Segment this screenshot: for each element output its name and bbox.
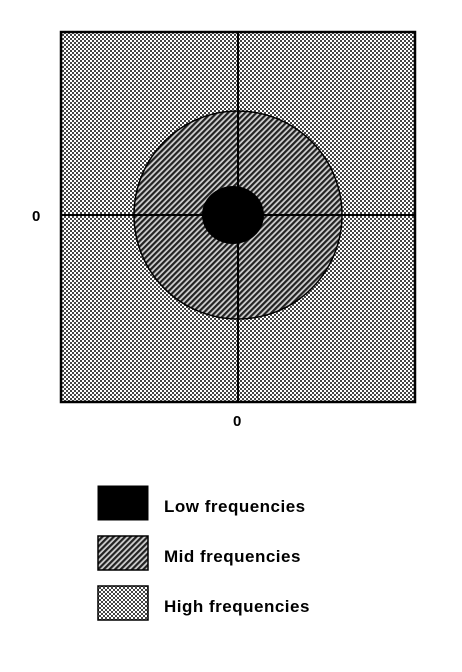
frequency-domain-diagram: 0 0	[32, 30, 417, 430]
vertical-origin-label: 0	[32, 208, 40, 225]
legend-label-high: High frequencies	[164, 597, 310, 616]
legend: Low frequencies Mid frequencies	[97, 484, 397, 634]
horizontal-origin-label: 0	[233, 413, 241, 430]
high-frequency-swatch	[97, 585, 149, 621]
legend-item-mid: Mid frequencies	[97, 534, 397, 572]
legend-label-mid: Mid frequencies	[164, 547, 301, 566]
legend-label-low: Low frequencies	[164, 497, 306, 516]
legend-item-high: High frequencies	[97, 584, 397, 622]
legend-item-low: Low frequencies	[97, 484, 397, 522]
low-frequency-swatch	[97, 485, 149, 521]
mid-frequency-swatch	[97, 535, 149, 571]
